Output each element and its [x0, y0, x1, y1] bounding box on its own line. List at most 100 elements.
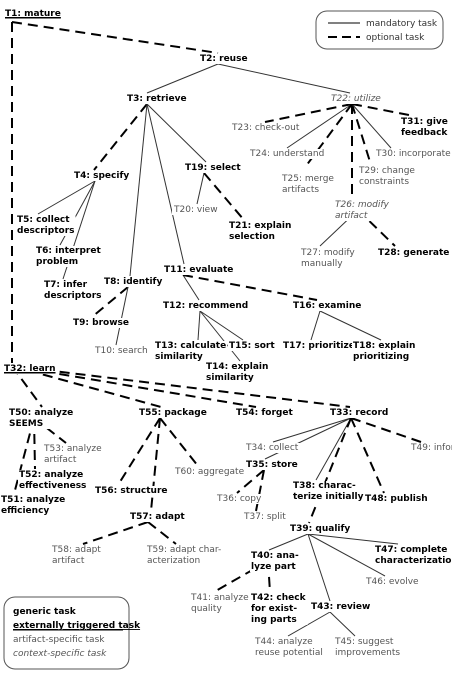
task-label-t60: T60: aggregate	[174, 467, 245, 477]
task-label-background	[292, 301, 363, 311]
artifact-task-legend-label: artifact-specific task	[13, 635, 105, 645]
task-label-t19: T19: select	[185, 163, 241, 173]
task-label-t22: T22: utilize	[331, 94, 381, 104]
edge-t39-t46	[307, 533, 386, 577]
edge-t22-t31	[351, 103, 415, 117]
task-node-t56: T56: structure	[94, 486, 169, 496]
edge-t19-t20	[196, 172, 205, 205]
task-label-t41-line-2: quality	[191, 604, 222, 614]
edge-t57-t59	[147, 521, 177, 545]
task-label-background	[235, 408, 295, 418]
task-node-t35: T35: store	[245, 460, 299, 470]
task-label-background	[42, 444, 104, 465]
task-label-t51-line-1: T51: analyze	[1, 495, 65, 505]
task-label-background	[299, 248, 357, 269]
external-task-legend-label: externally triggered task	[13, 621, 141, 631]
task-node-t49: T49: inform	[409, 443, 452, 453]
task-label-t42-line-1: T42: check	[251, 593, 307, 603]
edge-t22-t24	[286, 103, 353, 149]
task-label-t2: T2: reuse	[200, 54, 248, 64]
edge-t43-t45	[329, 611, 356, 637]
task-label-t58-line-1: T58: adapt	[51, 545, 101, 555]
edge-t55-t57	[150, 417, 161, 512]
task-node-t12: T12: recommend	[162, 301, 250, 311]
task-label-t57: T57: adapt	[130, 512, 185, 522]
task-label-t1: T1: mature	[5, 9, 61, 19]
task-label-background	[129, 512, 187, 522]
task-node-t28: T28: generate	[377, 248, 451, 258]
edge-t33-t39	[308, 417, 352, 524]
task-node-t8: T8: identify	[103, 277, 164, 287]
task-label-t10: T10: search	[94, 346, 148, 356]
task-label-background	[162, 301, 250, 311]
edge-t43-t44	[287, 611, 331, 637]
task-label-t18-line-1: T18: explain	[353, 341, 415, 351]
task-label-t18-line-2: prioritizing	[353, 352, 409, 362]
task-label-background	[72, 318, 130, 328]
task-node-t46: T46: evolve	[364, 577, 421, 587]
task-label-background	[184, 163, 243, 173]
task-label-t29-line-1: T29: change	[358, 166, 415, 176]
edge-t1-t2	[11, 21, 219, 54]
task-label-t9: T9: browse	[73, 318, 129, 328]
task-node-t43: T43: review	[310, 602, 372, 612]
task-label-background	[189, 593, 251, 614]
task-label-t40-line-2: lyze part	[251, 562, 296, 572]
task-node-t1: T1: mature	[4, 9, 62, 19]
task-label-background	[330, 94, 383, 104]
task-label-background	[205, 362, 270, 383]
task-label-t34: T34: collect	[245, 443, 299, 453]
task-label-background	[245, 460, 299, 470]
edge-t16-t17	[310, 310, 321, 341]
task-label-t32: T32: learn	[4, 364, 56, 374]
task-label-t54: T54: forget	[236, 408, 293, 418]
task-label-t8: T8: identify	[104, 277, 162, 287]
task-label-t52-line-2: effectiveness	[19, 481, 86, 491]
edge-t50-t51	[13, 417, 35, 495]
task-node-t23: T23: check-out	[230, 123, 301, 133]
edge-t33-t48	[350, 417, 385, 494]
task-label-background	[4, 9, 62, 19]
task-label-background	[173, 467, 246, 477]
task-node-t4: T4: specify	[73, 171, 131, 181]
task-label-t59-line-1: T59: adapt char-	[146, 545, 221, 555]
task-label-t25-line-1: T25: merge	[281, 174, 334, 184]
task-label-background	[0, 495, 67, 516]
edge-t33-t34	[272, 417, 352, 443]
task-label-t44-line-1: T44: analyze	[254, 637, 313, 647]
edge-t8-t10	[115, 286, 129, 346]
task-label-t38-line-1: T38: charac-	[293, 481, 356, 491]
task-type-legend: generic task externally triggered task a…	[3, 596, 141, 670]
task-label-background	[43, 280, 103, 301]
task-label-t30: T30: incorporate	[375, 149, 451, 159]
task-label-t38-line-2: terize initially	[293, 492, 364, 502]
task-label-background	[163, 265, 235, 275]
task-label-t6-line-2: problem	[36, 257, 78, 267]
edge-t35-t37	[255, 469, 265, 512]
task-label-t42-line-2: for exist-	[251, 604, 297, 614]
task-label-background	[334, 200, 391, 221]
task-label-t26-line-1: T26: modify	[335, 200, 389, 210]
task-label-background	[248, 149, 326, 159]
task-label-background	[250, 551, 300, 572]
task-label-t24: T24: understand	[249, 149, 324, 159]
edge-t39-t43	[307, 533, 331, 602]
task-node-t33: T33: record	[329, 408, 390, 418]
task-node-t54: T54: forget	[235, 408, 295, 418]
edge-t4-t5	[37, 180, 96, 215]
task-label-t44-line-2: reuse potential	[255, 648, 323, 658]
task-node-t19: T19: select	[184, 163, 243, 173]
task-label-t31-line-1: T31: give	[401, 117, 448, 127]
